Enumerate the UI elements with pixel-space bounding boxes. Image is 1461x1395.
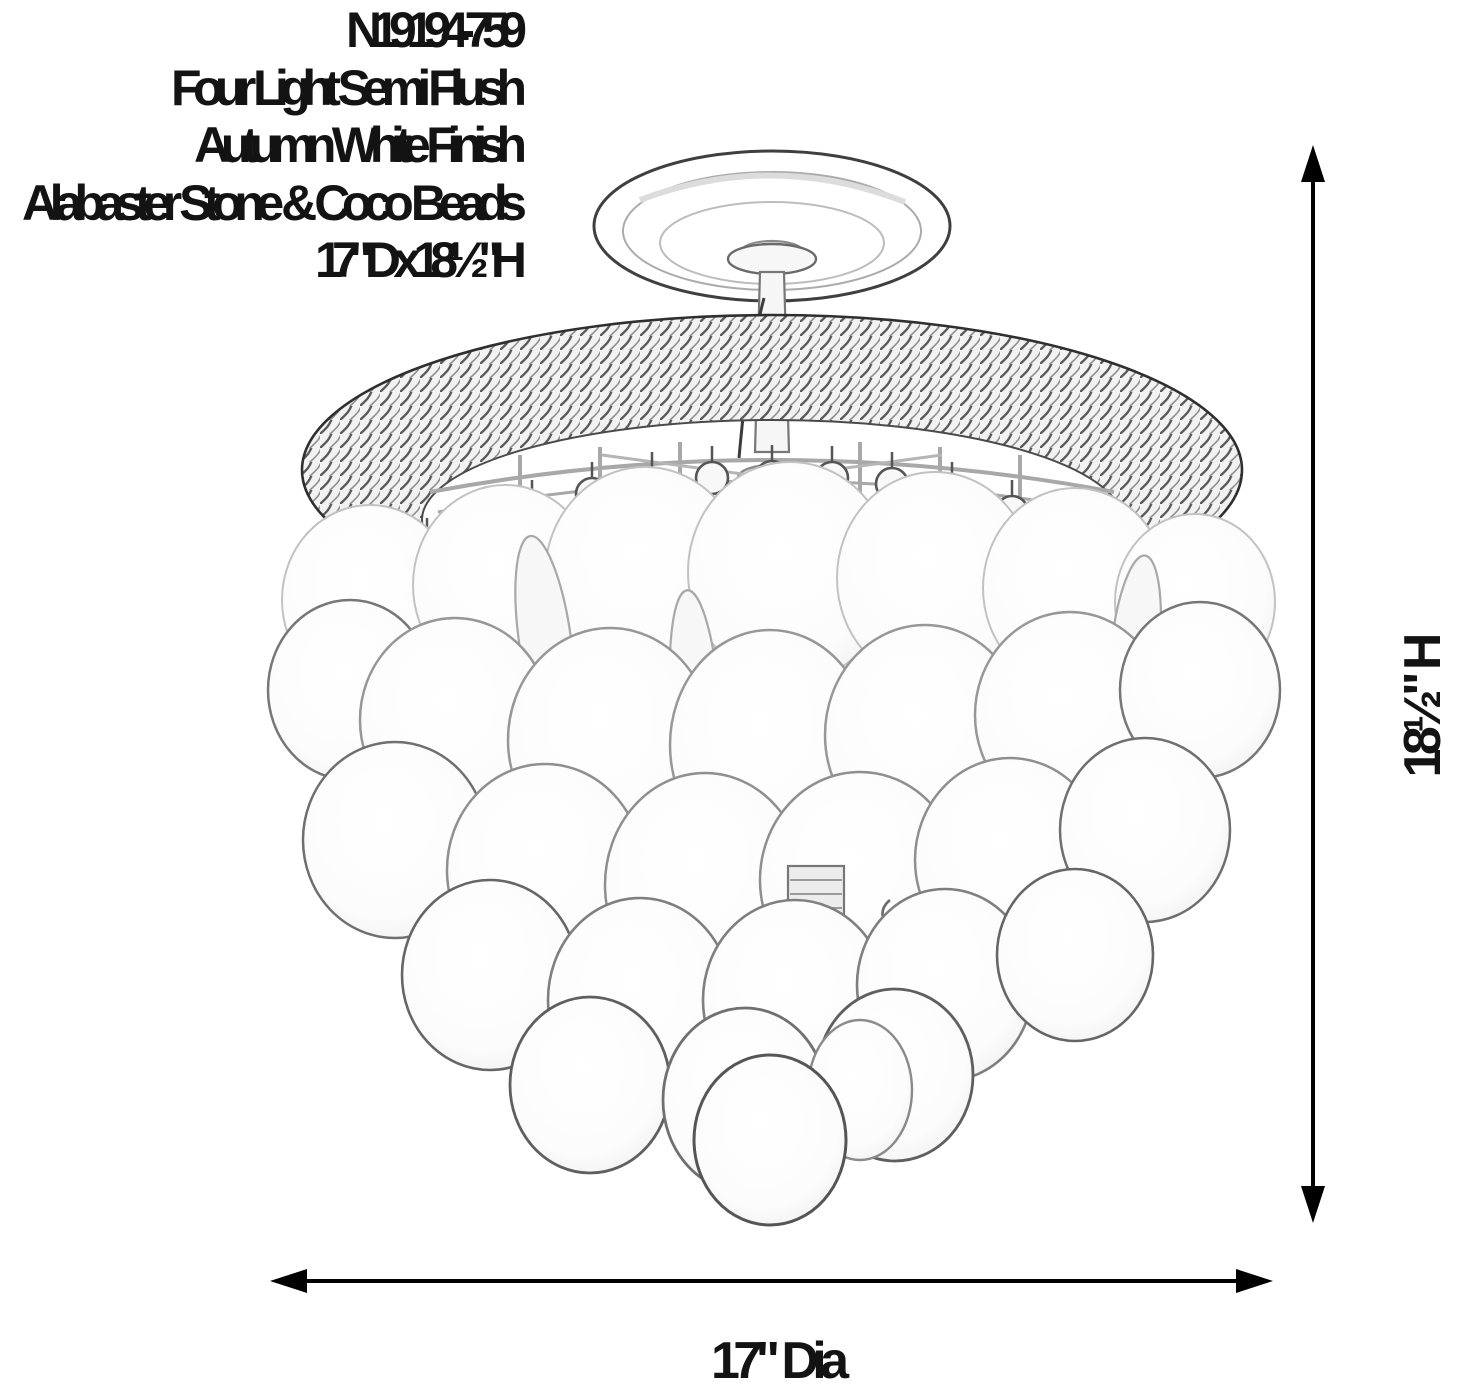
alabaster-discs [266, 461, 1282, 1227]
spec-line-materials: Alabaster Stone & Coco Beads [22, 175, 527, 231]
spec-line-finish: Autumn White Finish [194, 117, 527, 173]
diameter-dimension-label: 17" Dia [711, 1332, 850, 1390]
spec-line-model: N19194-759 [346, 2, 527, 58]
spec-line-type: Four Light Semi Flush [171, 60, 527, 116]
spec-line-size: 17" D x 18½"H [315, 232, 527, 288]
bottom-disc [692, 1053, 848, 1227]
diameter-dimension-arrow [270, 1269, 1273, 1293]
product-spec-block: N19194-759 Four Light Semi Flush Autumn … [22, 2, 527, 288]
height-dimension-arrow [1301, 145, 1325, 1223]
height-dimension-label: 18½" H [1394, 633, 1452, 778]
